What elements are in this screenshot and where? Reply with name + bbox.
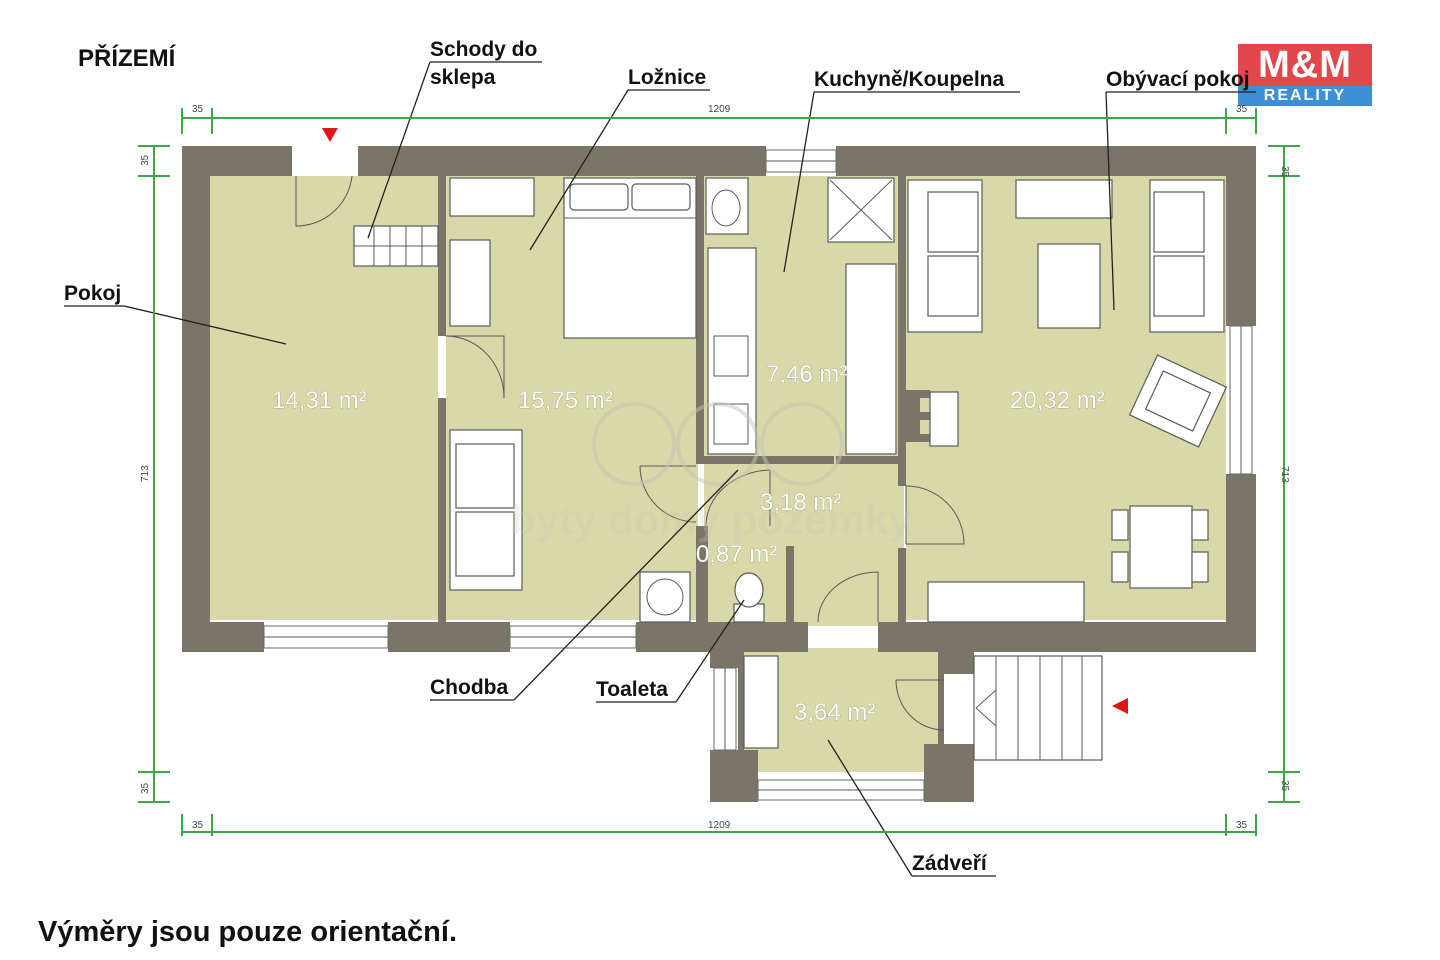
area-toilet: 0,87 m² [696, 541, 777, 568]
area-kitchen: 7,46 m² [766, 361, 847, 388]
furniture [353, 177, 1228, 761]
watermark: byty domy pozemky [510, 402, 912, 543]
label-stairs-line1: Schody do [430, 38, 537, 61]
area-vestibule: 3,64 m² [794, 699, 875, 726]
dim-bottom-right: 35 [1236, 820, 1248, 831]
dim-bottom-total: 1209 [708, 820, 731, 831]
coffee-table [1037, 243, 1101, 329]
dim-top-total: 1209 [708, 104, 731, 115]
label-vestibule: Zádveří [912, 852, 988, 875]
dresser [449, 177, 535, 217]
wardrobe [449, 239, 491, 327]
wall-segment [358, 146, 766, 176]
side-cabinet [929, 391, 959, 447]
entrance-marker-right [1112, 698, 1128, 714]
label-stairs-line2: sklepa [430, 66, 496, 89]
wall-segment [438, 398, 446, 622]
label-bedroom: Ložnice [628, 66, 706, 89]
basement-stairs [353, 225, 439, 267]
dim-right-top: 35 [1279, 166, 1290, 178]
label-kitchen: Kuchyně/Koupelna [814, 68, 1005, 91]
wall-segment [438, 176, 446, 336]
wall-segment [710, 750, 758, 802]
dim-left-bottom: 35 [140, 782, 151, 794]
wall-segment [898, 176, 906, 486]
area-hall: 3,18 m² [760, 489, 841, 516]
wall-segment [1226, 146, 1256, 326]
label-living: Obývací pokoj [1106, 68, 1250, 91]
wall-segment [898, 548, 906, 628]
wall-segment [710, 652, 738, 668]
shower [827, 177, 895, 243]
wall-segment [182, 622, 264, 652]
area-bedroom: 15,75 m² [518, 387, 613, 414]
logo-top-text: M&M [1238, 44, 1372, 86]
sideboard [927, 581, 1085, 623]
dim-right-height: 713 [1279, 466, 1290, 483]
washbasin [705, 177, 749, 235]
wall-segment [738, 648, 744, 752]
wall-segment [836, 456, 906, 464]
label-hall: Chodba [430, 676, 508, 699]
wall-segment [924, 744, 974, 802]
dim-top-left: 35 [192, 104, 204, 115]
wall-segment [636, 622, 808, 652]
wall-segment [786, 546, 794, 626]
wall-segment [696, 526, 708, 626]
sofa-left [907, 179, 983, 333]
door-swing [905, 485, 965, 545]
wall-segment [696, 176, 704, 464]
door-swing [895, 679, 945, 731]
dining-set [1111, 505, 1209, 589]
logo-bottom-text: REALITY [1238, 86, 1372, 106]
dim-left-top: 35 [140, 154, 151, 166]
sofa-right [1149, 179, 1225, 333]
label-toilet: Toaleta [596, 678, 668, 701]
windows [263, 149, 1253, 801]
wall-segment [836, 146, 1256, 176]
shoe-cabinet [743, 655, 779, 749]
dim-bottom-left: 35 [192, 820, 204, 831]
wall-segment [388, 622, 510, 652]
wall-segment [878, 622, 1256, 652]
double-bed [563, 177, 697, 339]
door-swing [817, 571, 879, 623]
area-room: 14,31 m² [272, 387, 367, 414]
washing-machine [639, 571, 691, 623]
wall-segment [182, 146, 210, 652]
wall-segment [944, 652, 974, 674]
door-swing [295, 175, 353, 227]
dim-top-right: 35 [1236, 104, 1248, 115]
door-swing [705, 469, 771, 527]
armchair [1128, 354, 1228, 448]
kitchen-cabinet [845, 263, 897, 455]
label-room: Pokoj [64, 282, 121, 305]
dimension-lines: 35 1209 35 35 1209 35 35 713 35 [138, 104, 1300, 836]
room-labels: Schody do sklepa Ložnice Kuchyně/Koupeln… [64, 38, 1256, 877]
entrance-stairs [973, 655, 1103, 761]
footer-disclaimer: Výměry jsou pouze orientační. [38, 916, 457, 948]
entrance-marker-top [322, 128, 338, 142]
area-living: 20,32 m² [1010, 387, 1105, 414]
mm-reality-logo: M&M REALITY [1238, 44, 1372, 106]
dim-left-height: 713 [140, 465, 151, 482]
dim-right-bottom: 35 [1279, 780, 1290, 792]
door-swing [445, 335, 505, 399]
tv-cabinet [1015, 179, 1113, 219]
plan-title: PŘÍZEMÍ [78, 44, 177, 72]
wall-segment [938, 648, 944, 748]
watermark-text: byty domy pozemky [510, 496, 912, 543]
toilet-bowl [733, 572, 765, 623]
kitchen-counter [707, 247, 757, 455]
walls [182, 146, 1256, 802]
fireplace [906, 390, 930, 442]
sofa-bedroom [449, 429, 523, 591]
area-labels: 14,31 m² 15,75 m² 7,46 m² 20,32 m² 3,18 … [272, 361, 1105, 727]
